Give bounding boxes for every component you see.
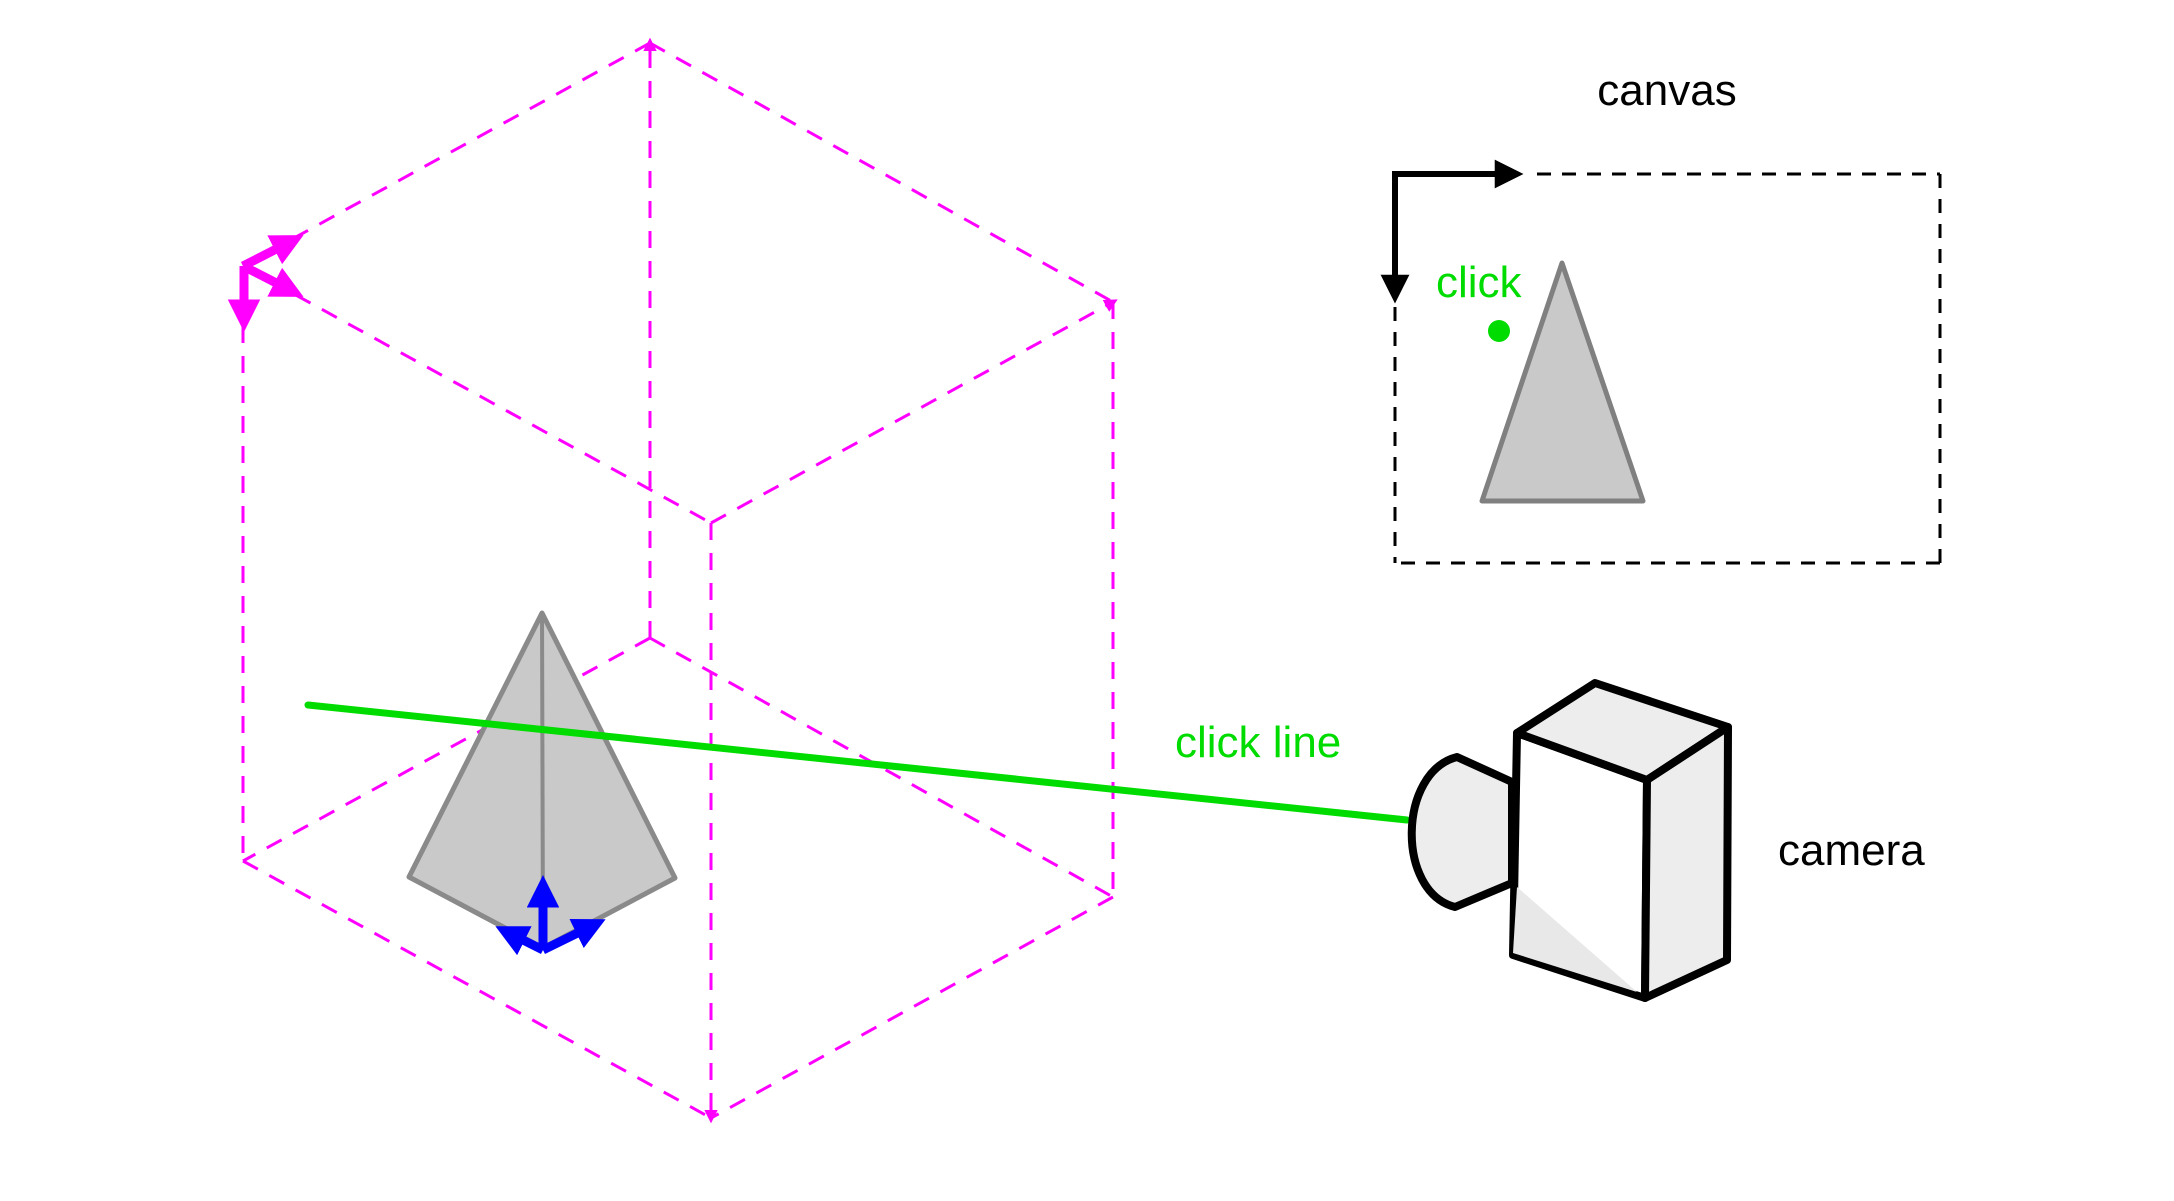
canvas-panel — [1380, 159, 1942, 565]
camera-front-shading — [1513, 887, 1637, 992]
pyramid-base-axes-icon — [495, 875, 606, 956]
camera-icon — [1407, 679, 1732, 1002]
cube-axis-arrow-down-right — [240, 261, 304, 297]
canvas-label: canvas — [1597, 66, 1736, 115]
cube-corner-axes-icon — [227, 235, 304, 332]
cube-edge-top-back-left — [242, 41, 651, 268]
click-line — [304, 701, 1411, 824]
pyramid-axis-arrow-left — [495, 926, 546, 956]
cube-edge-top-back-right — [649, 41, 1114, 304]
canvas-axes-icon — [1380, 159, 1524, 304]
world-cube-wireframe — [241, 37, 1118, 1124]
cube-axis-arrow-up-right — [240, 235, 304, 271]
pyramid-axis-arrow-right — [541, 919, 606, 955]
camera-lens — [1407, 753, 1516, 911]
click-label: click — [1436, 258, 1523, 307]
cube-edge-top-front-left — [242, 264, 712, 525]
cube-edge-bottom-front-right — [710, 895, 1114, 1120]
click-point-dot — [1488, 320, 1510, 342]
camera-side-face — [1641, 723, 1732, 1002]
camera-label: camera — [1778, 826, 1925, 875]
canvas-projected-triangle — [1479, 260, 1646, 504]
click-line-label: click line — [1175, 718, 1341, 767]
cube-edge-top-front-right — [710, 299, 1118, 525]
